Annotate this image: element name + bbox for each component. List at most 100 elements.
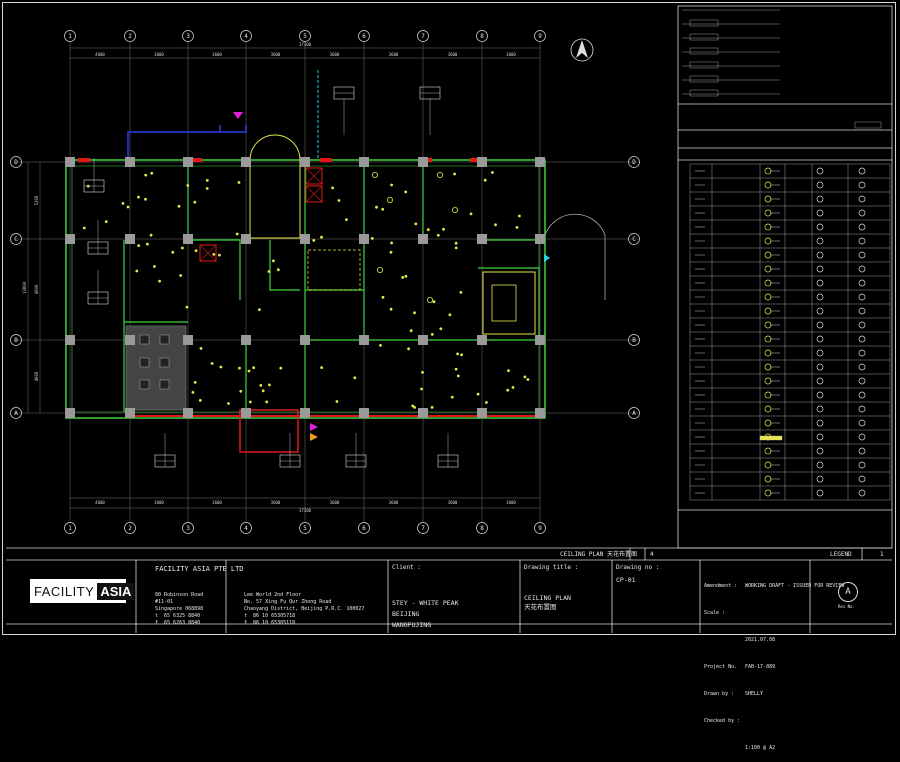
downlight-icon	[144, 197, 147, 201]
downlight-icon	[390, 241, 393, 245]
red-window	[470, 158, 482, 162]
riser-box	[305, 185, 323, 203]
downlight-icon	[126, 205, 130, 209]
legend-light-symbol-icon	[816, 195, 824, 203]
downlight-icon	[439, 327, 443, 331]
legend-light-symbol-icon	[816, 251, 824, 259]
downlight-icon	[158, 279, 162, 283]
legend-light-symbol-icon	[858, 321, 866, 329]
dimension-side: 5200	[34, 195, 39, 205]
grid-bubble-label: C	[632, 236, 636, 243]
legend-swatch	[689, 89, 719, 97]
downlight-icon	[526, 378, 530, 381]
company-name: FACILITY ASIA PTE LTD	[155, 565, 244, 573]
downlight-icon	[137, 195, 140, 199]
legend-light-symbol-icon	[816, 489, 824, 497]
ceiling-panel	[139, 379, 150, 390]
downlight-icon	[454, 246, 458, 250]
grid-bubble-label: 3	[186, 33, 190, 40]
section-marker	[233, 112, 243, 119]
downlight-icon	[239, 389, 243, 393]
legend-light-symbol-icon	[858, 251, 866, 259]
stair-core	[482, 271, 536, 335]
dimension-segment: 3600	[448, 52, 458, 57]
legend-light-symbol-icon	[858, 237, 866, 245]
north-arrow-pointer	[576, 40, 588, 58]
grid-bubble	[299, 522, 311, 534]
grid-bubble-label: 2	[128, 525, 132, 532]
grid-bubble	[628, 233, 640, 245]
grid-bubble	[628, 407, 640, 419]
stair-inner	[491, 284, 517, 322]
drawing-number: CP-01	[616, 576, 636, 584]
grid-bubble	[240, 522, 252, 534]
legend-swatch	[689, 33, 719, 41]
downlight-icon	[153, 265, 156, 268]
pendant-light-icon	[376, 266, 383, 273]
structural-column	[418, 408, 428, 418]
downlight-icon	[252, 366, 256, 370]
hatched-area	[125, 325, 187, 411]
downlight-icon	[238, 366, 241, 370]
legend-light-symbol-icon	[858, 195, 866, 203]
pendant-light-icon	[426, 296, 433, 303]
ceiling-panel	[159, 357, 170, 368]
section-marker	[544, 254, 550, 262]
structural-column	[535, 335, 545, 345]
legend-light-symbol-icon	[816, 223, 824, 231]
riser-cross	[305, 167, 323, 185]
canopy-arc	[544, 213, 606, 300]
legend-light-symbol-icon	[858, 335, 866, 343]
downlight-icon	[193, 200, 197, 204]
section-marker	[310, 433, 318, 441]
downlight-icon	[337, 199, 341, 202]
downlight-icon	[186, 184, 190, 187]
legend-swatch	[689, 61, 719, 69]
downlight-icon	[518, 214, 521, 218]
legend-light-symbol-icon	[816, 447, 824, 455]
downlight-icon	[199, 347, 203, 350]
structural-column	[125, 335, 135, 345]
legend-light-symbol-icon	[858, 433, 866, 441]
grid-bubble	[64, 522, 76, 534]
downlight-icon	[494, 223, 497, 227]
revision-label: Rev No.	[838, 604, 855, 609]
legend-light-symbol-icon	[816, 167, 824, 175]
structural-column	[125, 157, 135, 167]
structural-column	[125, 408, 135, 418]
legend-light-symbol-icon	[858, 475, 866, 483]
grid-bubble	[182, 522, 194, 534]
downlight-icon	[476, 392, 480, 396]
structural-column	[418, 335, 428, 345]
grid-bubble	[10, 334, 22, 346]
legend-light-symbol-icon	[858, 419, 866, 427]
downlight-icon	[258, 308, 261, 311]
downlight-icon	[459, 291, 463, 294]
legend-light-symbol-icon	[858, 279, 866, 287]
grid-bubble	[476, 522, 488, 534]
downlight-icon	[401, 276, 405, 279]
downlight-icon	[454, 241, 458, 245]
legend-light-symbol-icon	[858, 181, 866, 189]
pendant-light-icon	[386, 196, 393, 203]
legend-light-symbol-icon	[858, 461, 866, 469]
downlight-icon	[237, 181, 241, 184]
revision-values: WORKING DRAFT - ISSUED FOR REVIEW 2021.0…	[745, 583, 845, 751]
ceiling-panel	[159, 379, 170, 390]
structural-column	[300, 408, 310, 418]
dimension-segment: 3600	[389, 52, 399, 57]
downlight-icon	[135, 269, 139, 273]
legend-light-symbol-icon	[816, 307, 824, 315]
legend-light-symbol-icon	[816, 377, 824, 385]
grid-bubble	[10, 233, 22, 245]
sheet-label: CEILING PLAN 天花布置图	[560, 551, 637, 558]
grid-bubble-label: 5	[303, 525, 307, 532]
legend-swatch	[689, 47, 719, 55]
legend-light-symbol-icon	[816, 265, 824, 273]
ceiling-panel	[159, 334, 170, 345]
legend-light-symbol-icon	[858, 377, 866, 385]
downlight-icon	[267, 270, 271, 273]
